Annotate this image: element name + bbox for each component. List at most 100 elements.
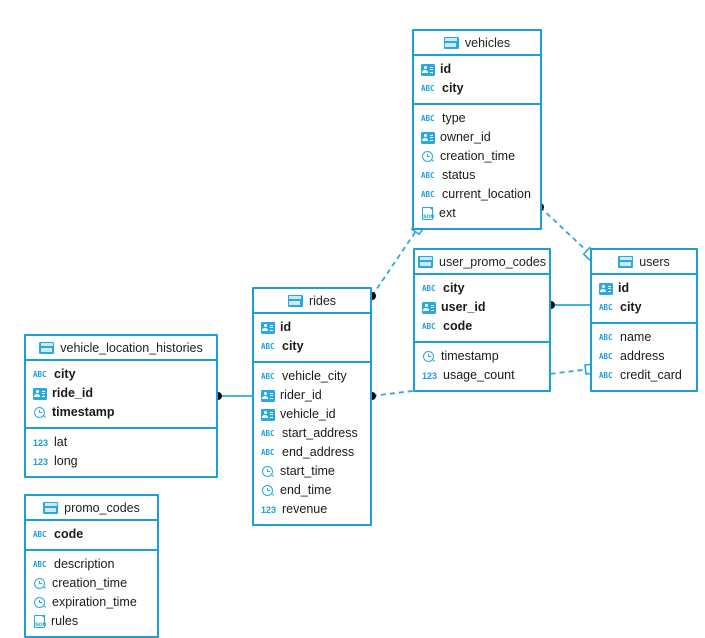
- field-name: rider_id: [280, 388, 322, 402]
- table-name: promo_codes: [64, 500, 140, 515]
- string-abc-icon: ABC: [421, 83, 435, 93]
- field-name: ride_id: [52, 386, 93, 400]
- string-abc-icon: ABC: [421, 113, 435, 123]
- column-field[interactable]: timestamp: [415, 347, 549, 366]
- field-name: id: [440, 62, 452, 76]
- field-name: timestamp: [52, 405, 115, 419]
- string-abc-icon: ABC: [261, 428, 275, 438]
- primary-key-field[interactable]: id: [414, 60, 540, 79]
- table-name: user_promo_codes: [439, 254, 547, 269]
- field-name: creation_time: [52, 576, 128, 590]
- table-grid-icon: [418, 255, 433, 268]
- relationship-line-vehicles-user_promo_codes: [371, 227, 419, 297]
- string-abc-icon: ABC: [599, 302, 613, 312]
- uuid-key-icon: [421, 63, 435, 76]
- field-name: timestamp: [441, 349, 499, 363]
- number-123-icon: 123: [261, 504, 277, 515]
- field-name: expiration_time: [52, 595, 137, 609]
- table-header[interactable]: user_promo_codes: [415, 250, 549, 275]
- field-name: end_address: [282, 445, 355, 459]
- field-name: revenue: [282, 502, 328, 516]
- table-header[interactable]: rides: [254, 289, 370, 314]
- primary-key-field[interactable]: ABC city: [414, 79, 540, 98]
- uuid-key-icon: [422, 301, 436, 314]
- column-field[interactable]: vehicle_id: [254, 405, 370, 424]
- field-name: owner_id: [440, 130, 491, 144]
- string-abc-icon: ABC: [422, 283, 436, 293]
- table-grid-icon: [43, 501, 59, 514]
- table-header[interactable]: promo_codes: [26, 496, 157, 521]
- clock-icon: [261, 484, 275, 498]
- string-abc-icon: ABC: [33, 559, 47, 569]
- column-field[interactable]: start_time: [254, 462, 370, 481]
- field-name: vehicle_id: [280, 407, 336, 421]
- column-field[interactable]: expiration_time: [26, 593, 157, 612]
- field-name: start_time: [280, 464, 335, 478]
- string-abc-icon: ABC: [599, 332, 613, 342]
- field-name: end_time: [280, 483, 332, 497]
- clock-icon: [33, 406, 47, 420]
- column-field[interactable]: rider_id: [254, 386, 370, 405]
- table-header[interactable]: users: [592, 250, 696, 275]
- primary-key-field[interactable]: ride_id: [26, 384, 216, 403]
- table-header[interactable]: vehicles: [414, 31, 540, 56]
- string-abc-icon: ABC: [421, 170, 435, 180]
- primary-key-field[interactable]: user_id: [415, 298, 549, 317]
- field-name: city: [620, 300, 642, 314]
- table-grid-icon: [39, 341, 55, 354]
- clock-icon: [33, 577, 47, 591]
- column-field[interactable]: end_time: [254, 481, 370, 500]
- primary-key-field[interactable]: timestamp: [26, 403, 216, 422]
- primary-key-field[interactable]: ABC city: [592, 298, 696, 317]
- field-name: city: [54, 367, 76, 381]
- uuid-key-icon: [261, 389, 275, 402]
- column-field[interactable]: owner_id: [414, 128, 540, 147]
- primary-key-field[interactable]: id: [592, 279, 696, 298]
- field-name: code: [443, 319, 473, 333]
- table-header[interactable]: vehicle_location_histories: [26, 336, 216, 361]
- string-abc-icon: ABC: [33, 529, 47, 539]
- column-field[interactable]: creation_time: [26, 574, 157, 593]
- primary-key-field[interactable]: id: [254, 318, 370, 337]
- column-field[interactable]: creation_time: [414, 147, 540, 166]
- clock-icon: [422, 350, 436, 364]
- string-abc-icon: ABC: [261, 341, 275, 351]
- string-abc-icon: ABC: [599, 351, 613, 361]
- column-field[interactable]: 123 revenue: [254, 500, 370, 519]
- clock-icon: [261, 465, 275, 479]
- field-name: city: [442, 81, 464, 95]
